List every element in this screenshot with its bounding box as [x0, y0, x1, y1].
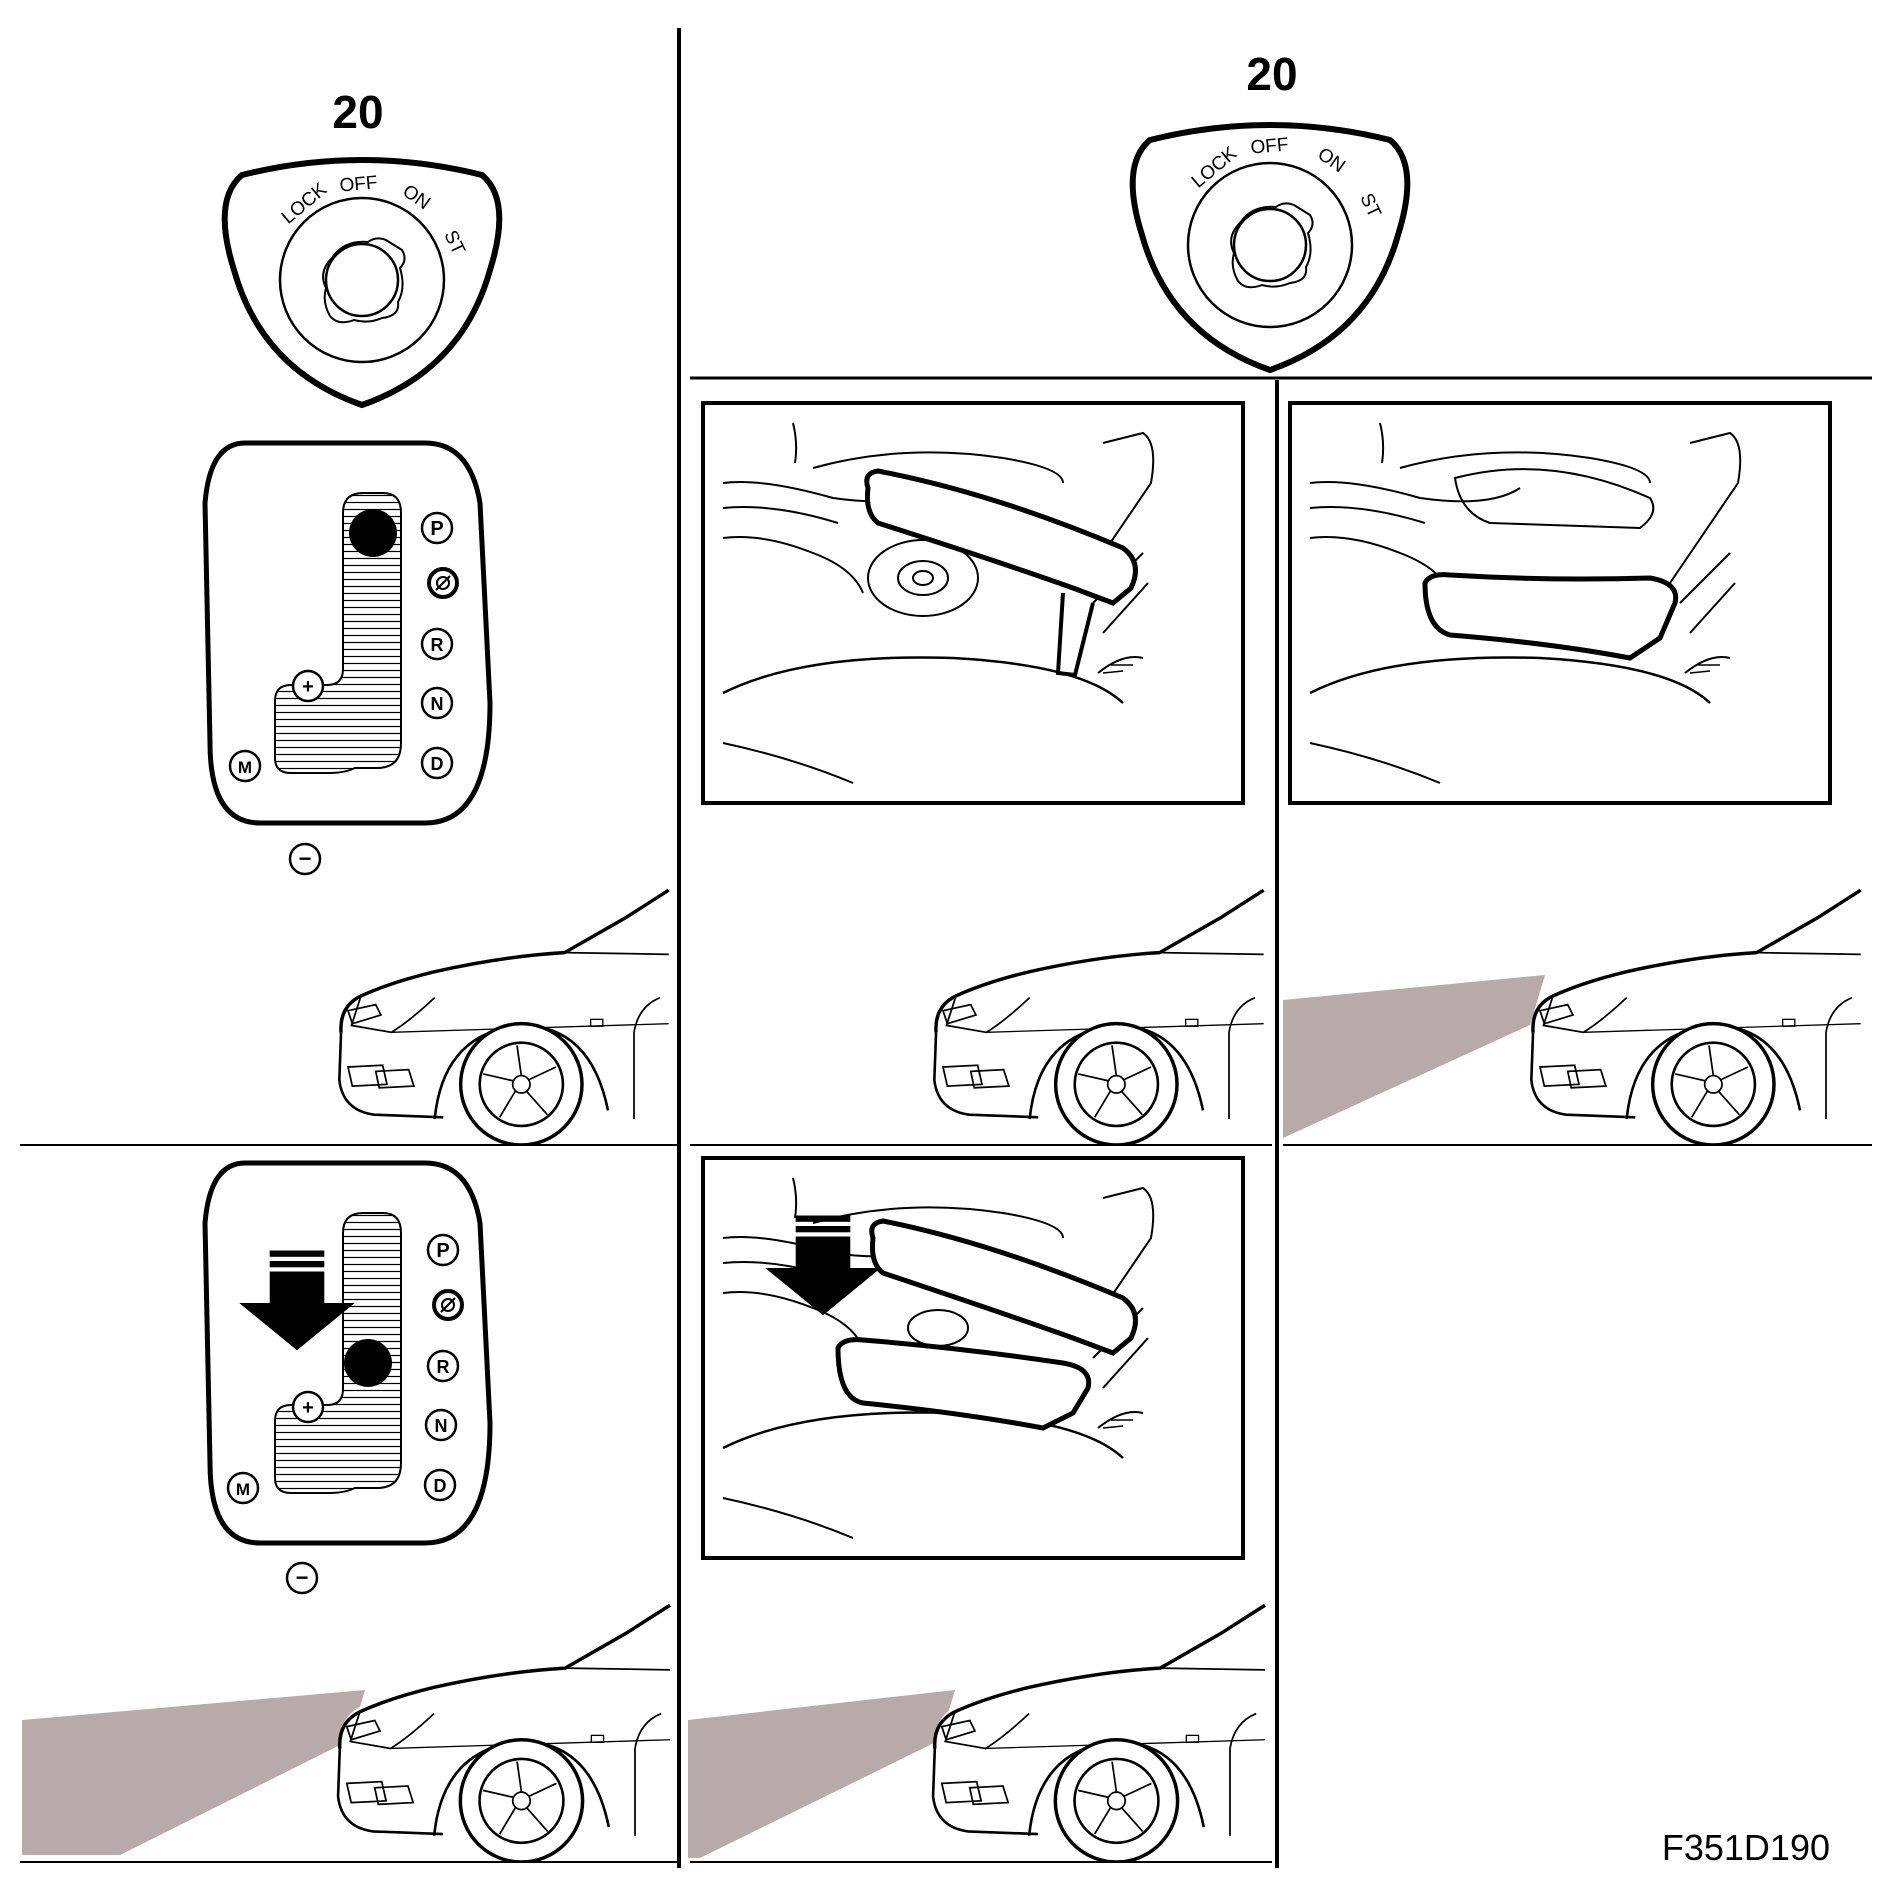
no-entry-icon — [432, 1289, 464, 1321]
gear-label-n: N — [435, 1416, 448, 1436]
lever-icon — [864, 468, 1138, 606]
gear-label-r: R — [431, 635, 444, 655]
gear-label-d: D — [431, 754, 444, 774]
selector-position-dot — [349, 509, 397, 557]
ignition-switch-left: 20 LOCK OFF ON ST — [225, 86, 500, 405]
car-front-icon — [337, 888, 671, 1145]
panel-grid — [20, 28, 1872, 1868]
car-front-icon — [932, 888, 1266, 1145]
car-left-top — [337, 888, 671, 1145]
car-left-bottom — [336, 1603, 672, 1862]
headlight-beams — [22, 975, 1545, 1858]
gear-label-minus: − — [296, 1565, 309, 1590]
gear-label-p: P — [436, 1240, 449, 1262]
headlight-beam-icon — [22, 1690, 365, 1855]
ignition-switch-right: 20 LOCK OFF ON ST — [1133, 48, 1408, 370]
gear-label-n: N — [431, 694, 444, 714]
gear-label-minus: − — [299, 846, 312, 871]
column-box-center-top — [701, 401, 1245, 805]
gear-selector-top: P R N D + M − — [205, 443, 490, 876]
no-entry-icon — [427, 567, 459, 599]
gear-label-p: P — [430, 518, 443, 540]
car-center-top — [932, 888, 1266, 1145]
car-center-bottom — [931, 1603, 1267, 1862]
ignition-switch-icon — [1133, 125, 1408, 370]
selector-position-dot — [344, 1339, 392, 1387]
gear-label-r: R — [437, 1357, 450, 1377]
car-front-icon — [1529, 888, 1863, 1145]
gear-label-m: M — [238, 758, 252, 777]
ignition-number-left: 20 — [332, 86, 383, 138]
gear-label-m: M — [236, 1480, 250, 1499]
car-front-icon — [931, 1603, 1267, 1862]
headlight-beam-icon — [688, 1690, 955, 1858]
gear-label-plus: + — [302, 676, 314, 698]
ignition-number-right: 20 — [1246, 48, 1297, 100]
gear-selector-bottom: P R N D + M − — [205, 1163, 490, 1595]
column-box-right-top — [1288, 401, 1832, 805]
gear-label-d: D — [434, 1476, 447, 1496]
car-right-top — [1529, 888, 1863, 1145]
gear-label-plus: + — [302, 1397, 314, 1419]
column-box-center-bottom — [701, 1156, 1245, 1560]
lever-icon — [835, 1337, 1092, 1431]
ignition-switch-icon — [225, 160, 500, 405]
lever-icon — [1422, 572, 1679, 661]
figure-id: F351D190 — [1662, 1827, 1830, 1868]
ignition-label-off: OFF — [1250, 134, 1290, 158]
car-front-icon — [336, 1603, 672, 1862]
headlight-beam-icon — [1283, 975, 1545, 1138]
lever-icon — [869, 1218, 1138, 1356]
ignition-label-off: OFF — [339, 172, 379, 196]
